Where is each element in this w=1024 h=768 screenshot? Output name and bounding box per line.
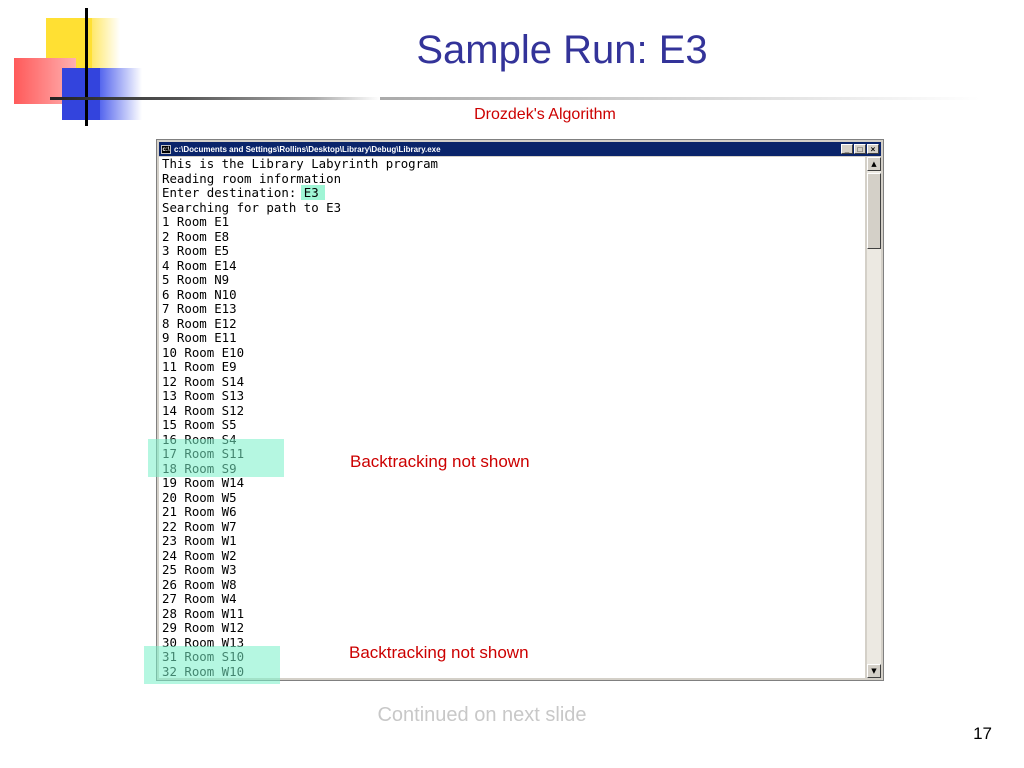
console-window: c:\ c:\Documents and Settings\Rollins\De… (156, 139, 884, 681)
destination-input-value: E3 (300, 185, 325, 200)
title-rule (50, 97, 380, 100)
console-line-text: 5 Room N9 (162, 272, 230, 287)
console-line-text: 26 Room W8 (162, 576, 237, 592)
console-line: 8 Room E12 (162, 315, 438, 332)
console-line-text: 21 Room W6 (162, 504, 237, 519)
console-line-text: 9 Room E11 (162, 330, 237, 345)
maximize-button[interactable]: □ (854, 144, 866, 154)
console-line: 19 Room W14 (162, 475, 438, 491)
console-line-text: 8 Room E12 (162, 315, 237, 331)
console-line: This is the Library Labyrinth program (162, 157, 438, 172)
console-line-text: 19 Room W14 (162, 475, 245, 490)
console-line: 5 Room N9 (162, 272, 438, 288)
console-line: 24 Room W2 (162, 547, 438, 564)
scroll-up-button[interactable]: ▲ (867, 157, 881, 171)
console-line: 27 Room W4 (162, 591, 438, 607)
console-line: 13 Room S13 (162, 388, 438, 404)
console-line-text: 27 Room W4 (162, 591, 237, 606)
console-line: 15 Room S5 (162, 417, 438, 433)
console-line: 10 Room E10 (162, 344, 438, 361)
console-line: 21 Room W6 (162, 504, 438, 520)
console-line: Searching for path to E3 (162, 199, 438, 216)
console-line-text: 15 Room S5 (162, 417, 237, 432)
console-line-text: Reading room information (162, 170, 342, 186)
console-line: 29 Room W12 (162, 620, 438, 636)
console-line-text: 20 Room W5 (162, 489, 237, 505)
window-titlebar[interactable]: c:\ c:\Documents and Settings\Rollins\De… (159, 142, 881, 156)
title-rule-fade (380, 97, 980, 100)
logo-blue-fade (100, 68, 142, 120)
slide-footer: Continued on next slide (377, 704, 587, 726)
console-line: Reading room information (162, 170, 438, 187)
console-line-text: 14 Room S12 (162, 402, 245, 418)
console-line-text: 23 Room W1 (162, 533, 237, 548)
console-line-text: 1 Room E1 (162, 214, 230, 229)
console-line-text: 28 Room W11 (162, 605, 245, 621)
console-line-text: 25 Room W3 (162, 562, 237, 577)
slide-logo (0, 0, 160, 130)
console-line-text: 3 Room E5 (162, 243, 230, 258)
console-line: 30 Room W13 (162, 634, 438, 651)
slide-subtitle: Drozdek's Algorithm (474, 106, 616, 123)
console-line-text: 11 Room E9 (162, 359, 237, 374)
console-line-text: Enter destination: (162, 185, 304, 200)
console-line: 11 Room E9 (162, 359, 438, 375)
console-line-text: 13 Room S13 (162, 388, 245, 403)
console-line-text: 6 Room N10 (162, 286, 237, 302)
console-line-text: Searching for path to E3 (162, 199, 342, 215)
console-line: 9 Room E11 (162, 330, 438, 346)
window-controls: _ □ × (840, 144, 879, 154)
console-line: 23 Room W1 (162, 533, 438, 549)
console-line: 7 Room E13 (162, 301, 438, 317)
annotation-backtracking-2: Backtracking not shown (349, 643, 529, 662)
logo-yellow-fade (92, 18, 120, 74)
highlight-rows-31-32 (144, 646, 280, 684)
console-line: 4 Room E14 (162, 257, 438, 274)
console-line: 22 Room W7 (162, 518, 438, 535)
page-number: 17 (973, 724, 992, 743)
console-icon[interactable]: c:\ (161, 144, 171, 154)
console-line-text: 24 Room W2 (162, 547, 237, 563)
console-line-text: 10 Room E10 (162, 344, 245, 360)
console-line: 14 Room S12 (162, 402, 438, 419)
console-line: 28 Room W11 (162, 605, 438, 622)
close-button[interactable]: × (867, 144, 879, 154)
console-line: 12 Room S14 (162, 373, 438, 390)
console-line-text: 12 Room S14 (162, 373, 245, 389)
console-line: Enter destination: E3 (162, 185, 438, 201)
minimize-button[interactable]: _ (841, 144, 853, 154)
window-title: c:\Documents and Settings\Rollins\Deskto… (174, 144, 441, 154)
console-line-text: 30 Room W13 (162, 634, 245, 650)
console-line-text: 29 Room W12 (162, 620, 245, 635)
console-line: 20 Room W5 (162, 489, 438, 506)
console-line: 25 Room W3 (162, 562, 438, 578)
logo-vertical-line (85, 8, 88, 126)
annotation-backtracking-1: Backtracking not shown (350, 452, 530, 471)
highlight-rows-17-18 (148, 439, 284, 477)
scroll-down-button[interactable]: ▼ (867, 664, 881, 678)
console-line-text: This is the Library Labyrinth program (162, 157, 439, 171)
slide-title: Sample Run: E3 (416, 28, 708, 72)
console-line-text: 22 Room W7 (162, 518, 237, 534)
console-line: 2 Room E8 (162, 228, 438, 245)
console-line: 6 Room N10 (162, 286, 438, 303)
console-line: 26 Room W8 (162, 576, 438, 593)
vertical-scrollbar[interactable]: ▲ ▼ (867, 157, 881, 678)
scroll-thumb[interactable] (867, 173, 881, 249)
console-line: 3 Room E5 (162, 243, 438, 259)
console-line: 1 Room E1 (162, 214, 438, 230)
console-line-text: 7 Room E13 (162, 301, 237, 316)
console-line-text: 2 Room E8 (162, 228, 230, 244)
console-line-text: 4 Room E14 (162, 257, 237, 273)
